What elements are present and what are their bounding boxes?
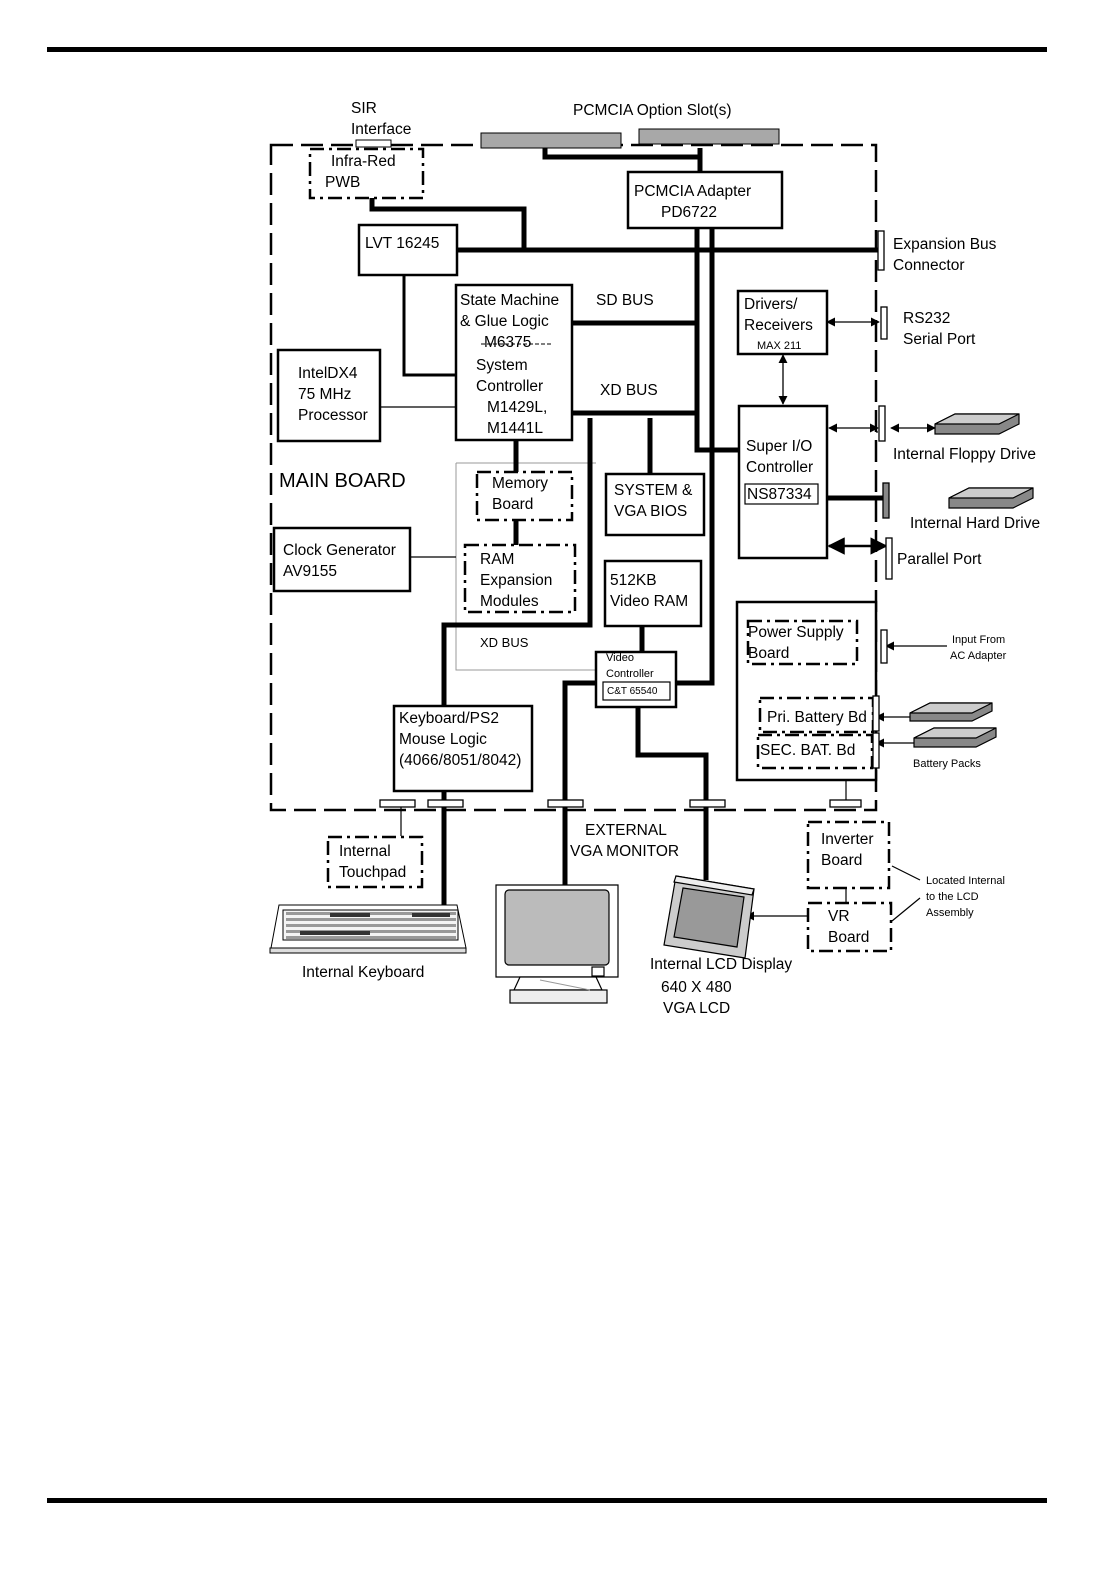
clock-box — [272, 526, 412, 593]
ram-box — [463, 543, 577, 614]
floppy-label: Internal Floppy Drive — [893, 446, 1037, 463]
infrared-box — [308, 147, 425, 200]
pcmcia-slot-2 — [638, 128, 780, 145]
lvt-label: LVT 16245 — [365, 235, 440, 252]
bus-lines — [369, 148, 886, 905]
ns87334-box — [744, 483, 819, 505]
sd-bus-label: SD BUS — [596, 292, 654, 309]
top-rule — [47, 47, 1047, 52]
sec-battery-box — [756, 733, 874, 770]
pcmcia-slots-label: PCMCIA Option Slot(s) — [573, 102, 732, 119]
bios-label: SYSTEM &VGA BIOS — [614, 482, 693, 520]
drivers-label: Drivers/Receivers — [744, 296, 813, 334]
ct65540-label: C&T 65540 — [607, 686, 658, 697]
expansion-connector — [877, 230, 885, 271]
battery-packs-label: Battery Packs — [913, 758, 981, 770]
ct65540-box — [602, 681, 671, 701]
pri-battery-box — [758, 696, 875, 734]
hard-drive-label: Internal Hard Drive — [910, 515, 1041, 532]
bios-box — [604, 472, 706, 537]
memory-board-box — [475, 470, 574, 522]
touchpad-box — [326, 835, 424, 889]
hdd-connector — [882, 482, 890, 519]
sec-battery-label: SEC. BAT. Bd — [760, 742, 856, 759]
state-machine-box — [454, 283, 574, 442]
inverter-box — [806, 820, 891, 890]
super-io-box — [737, 404, 829, 560]
power-supply-box — [746, 619, 859, 666]
xd-bus-lower-label: XD BUS — [480, 635, 529, 650]
keyboard-icon — [269, 904, 467, 954]
hard-drive-icon — [948, 487, 1034, 509]
parallel-connector — [885, 537, 893, 580]
ac-connector — [880, 629, 888, 664]
pcmcia-slot-1 — [480, 132, 622, 149]
floppy-drive-icon — [934, 413, 1020, 435]
vr-box — [806, 901, 893, 953]
battery-connector-2 — [872, 732, 880, 769]
keyboard-label: Internal Keyboard — [302, 964, 425, 981]
xd-bus-label: XD BUS — [600, 382, 658, 399]
crt-monitor-icon — [495, 884, 619, 1004]
serial-connector — [880, 306, 888, 340]
lvt-box — [357, 223, 459, 277]
max211-label: MAX 211 — [757, 340, 802, 352]
parallel-port-label: Parallel Port — [897, 551, 982, 568]
main-board-label: MAIN BOARD — [279, 470, 406, 492]
pcmcia-adapter-box — [626, 170, 784, 230]
drivers-box — [736, 289, 829, 356]
video-ram-box — [603, 559, 703, 628]
pri-battery-label: Pri. Battery Bd — [767, 709, 867, 726]
sir-connector — [355, 139, 392, 148]
battery-connector-1 — [872, 695, 880, 732]
video-controller-box — [594, 650, 678, 709]
ns87334-label: NS87334 — [747, 486, 812, 503]
processor-box — [276, 348, 382, 443]
bottom-rule — [47, 1498, 1047, 1503]
battery-pack-icon — [909, 702, 997, 748]
lcd-display-icon — [663, 875, 755, 959]
floppy-connector — [878, 405, 886, 442]
keyboard-logic-box — [392, 704, 534, 793]
